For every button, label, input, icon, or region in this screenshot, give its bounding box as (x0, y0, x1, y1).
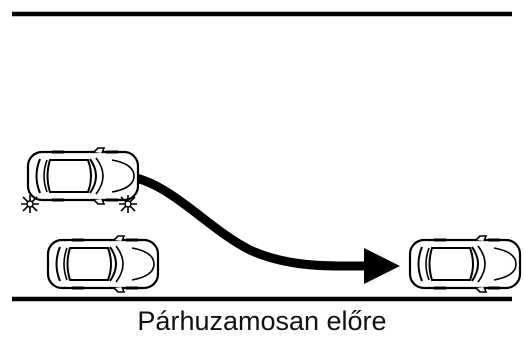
diagram-caption: Párhuzamosan előre (137, 306, 387, 336)
parked-car-front-icon (408, 234, 522, 294)
turn-signal-flash-icon (20, 194, 40, 214)
movement-arrow-path (131, 173, 375, 271)
parked-car-rear-icon (46, 234, 160, 294)
moving-car-icon (26, 146, 140, 206)
arrow-head-icon (364, 248, 400, 284)
turn-signal-flash-icon (118, 194, 138, 214)
